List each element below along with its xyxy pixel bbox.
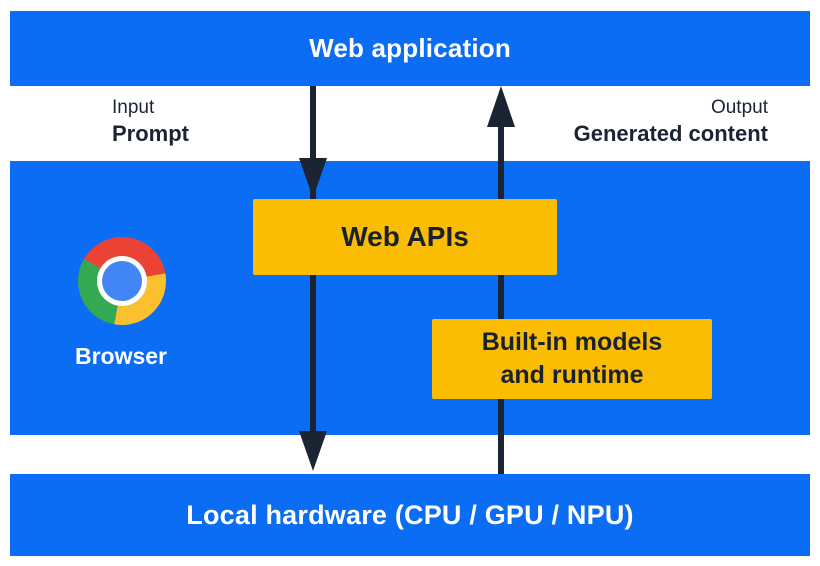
builtin-models-label-line2: and runtime (500, 361, 644, 389)
input-annotation: Input Prompt (112, 95, 189, 147)
web-application-label: Web application (309, 33, 511, 63)
down-arrowhead-icon (299, 158, 327, 198)
output-value: Generated content (573, 121, 768, 146)
chrome-logo-icon (78, 237, 166, 325)
chrome-logo-core (102, 261, 142, 301)
web-application-layer: Web application (10, 11, 810, 86)
up-arrowhead-icon (487, 86, 515, 127)
output-annotation: Output Generated content (574, 95, 768, 147)
input-value: Prompt (112, 121, 189, 146)
web-apis-box: Web APIs (253, 199, 557, 275)
input-label: Input (112, 97, 155, 118)
down-arrowhead-icon (299, 431, 327, 471)
builtin-models-label-line1: Built-in models (481, 328, 663, 356)
web-apis-label: Web APIs (341, 221, 469, 252)
browser-label: Browser (74, 343, 168, 369)
up-arrow-line (498, 118, 504, 474)
local-hardware-label: Local hardware (CPU / GPU / NPU) (186, 499, 634, 530)
output-label: Output (710, 97, 768, 118)
local-hardware-layer: Local hardware (CPU / GPU / NPU) (10, 474, 810, 556)
builtin-models-box: Built-in models and runtime (432, 319, 712, 399)
